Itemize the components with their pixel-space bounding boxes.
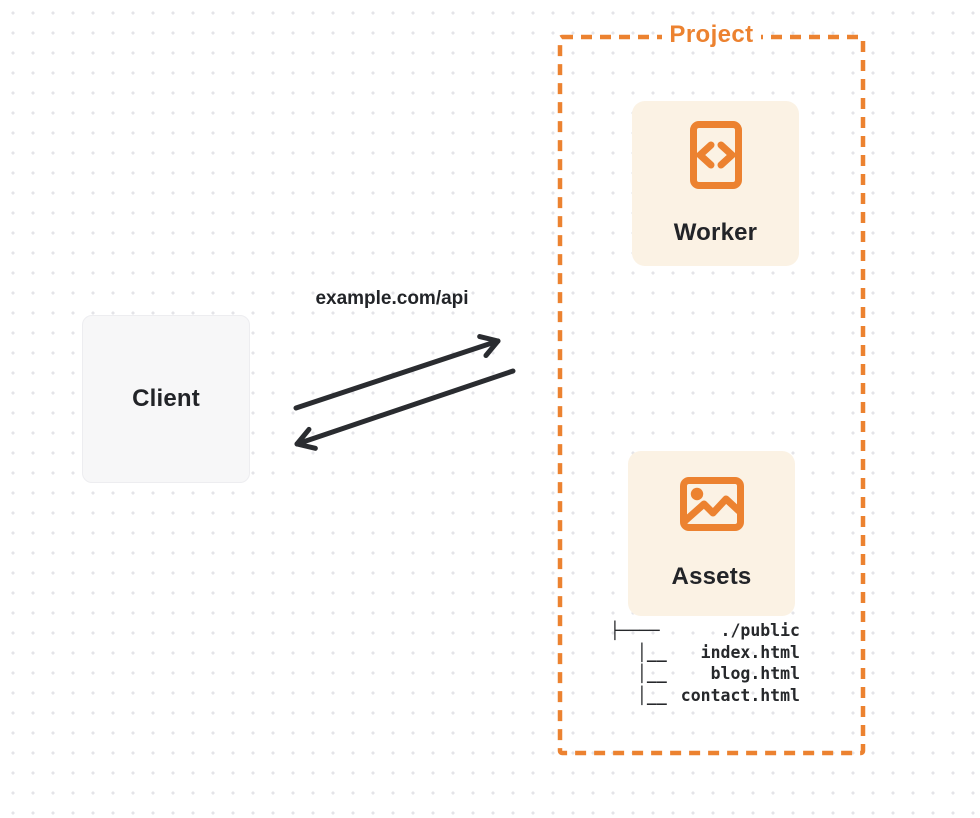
code-document-icon [689,120,742,189]
client-node: Client [82,315,250,483]
assets-card: Assets [628,451,795,616]
client-label: Client [132,385,200,412]
worker-card: Worker [632,101,799,266]
response-arrow [294,368,516,451]
tree-branch-glyph: │__ [637,642,667,662]
tree-row-root: ├──── ./public [610,620,800,642]
file-tree: ├──── ./public │__ index.html │__ blog.h… [610,620,800,706]
request-arrow [293,334,501,411]
project-label: Project [558,21,865,49]
request-url-label: example.com/api [315,288,469,309]
tree-row: │__ index.html [610,642,800,664]
worker-label: Worker [673,218,758,246]
tree-row: │__ contact.html [610,685,800,707]
tree-branch-glyph: ├──── [610,621,660,640]
tree-file-name: blog.html [710,664,800,683]
tree-row: │__ blog.html [610,663,800,685]
tree-file-name: contact.html [680,685,800,705]
image-icon [679,476,744,531]
tree-branch-glyph: │__ [637,664,667,683]
assets-label: Assets [671,562,752,590]
tree-folder-name: ./public [720,621,800,640]
project-boundary [557,34,866,756]
tree-file-name: index.html [700,642,800,662]
tree-branch-glyph: │__ [637,685,667,705]
